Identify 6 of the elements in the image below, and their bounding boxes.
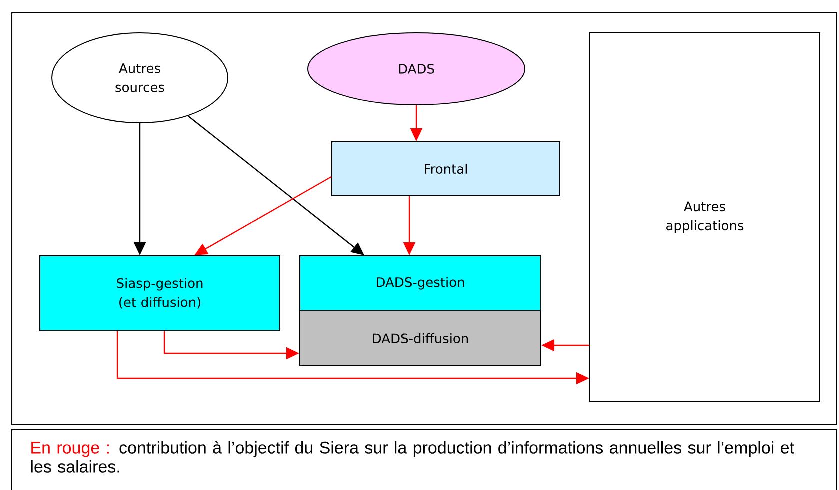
process-box: Frontal <box>332 142 560 196</box>
application-box: Autres applications <box>590 32 820 402</box>
process-box: Siasp-gestion (et diffusion) <box>40 256 280 332</box>
process-box: DADS-diffusion <box>300 310 542 366</box>
process-box: DADS-gestion <box>300 256 542 312</box>
note-text: En rouge : contribution à l’objectif du Siera sur la production d’informations annuelles sur l’emploi et les salaires. <box>31 441 794 473</box>
